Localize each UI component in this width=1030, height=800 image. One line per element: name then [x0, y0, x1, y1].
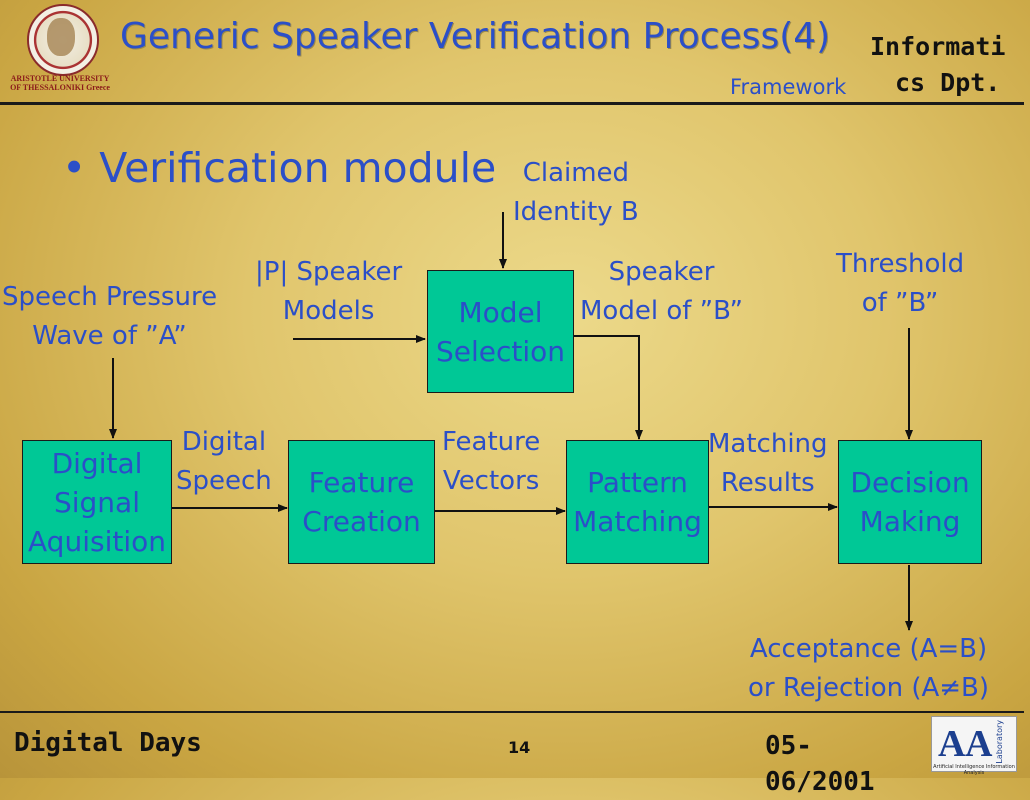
- arrow-selection-to-pattern: [574, 335, 643, 440]
- label-digital-speech: Digital Speech: [176, 427, 272, 496]
- label-speaker-model-b: Speaker Model of ”B”: [580, 257, 744, 326]
- label-feature-vectors: Feature Vectors: [442, 427, 541, 496]
- label-decision-output: Acceptance (A=B) or Rejection (A≠B): [748, 634, 990, 703]
- flow-arrows: [109, 212, 913, 631]
- footer-event-name: Digital Days: [14, 728, 202, 758]
- label-threshold: Threshold of ”B”: [836, 249, 965, 318]
- header-divider: [0, 102, 1024, 105]
- box-pattern-matching: Pattern Matching: [566, 440, 709, 564]
- slide-subtitle: Framework: [730, 75, 847, 99]
- lab-logo-letter-a: A: [938, 723, 966, 765]
- label-speaker-models: |P| Speaker Models: [255, 257, 403, 326]
- label-speech-pressure: Speech Pressure Wave of ”A”: [2, 282, 218, 351]
- bullet-verification-module: • Verification module: [62, 144, 497, 192]
- department-line-2: cs Dpt.: [895, 68, 1001, 97]
- page-number: 14: [508, 738, 531, 757]
- bullet-dot: •: [62, 144, 100, 192]
- label-matching-results: Matching Results: [708, 429, 828, 498]
- box-decision-making: Decision Making: [838, 440, 982, 564]
- box-digital-signal-aquisition: Digital Signal Aquisition: [22, 440, 172, 564]
- box-feature-creation: Feature Creation: [288, 440, 435, 564]
- lab-logo-caption: Artificial Intelligence Information Anal…: [933, 764, 1015, 776]
- university-name: ARISTOTLE UNIVERSITY OF THESSALONIKI Gre…: [10, 74, 110, 92]
- footer-date: 05- 06/2001: [765, 731, 875, 797]
- seal-portrait-icon: [47, 18, 75, 56]
- lab-logo-letter-a2: A: [965, 723, 993, 765]
- aiia-lab-logo: [931, 716, 1017, 772]
- footer-divider: [0, 711, 1024, 713]
- department-line-1: Informati: [870, 32, 1006, 61]
- label-claimed-identity: Claimed Identity B: [513, 158, 639, 227]
- box-model-selection: Model Selection: [427, 270, 574, 393]
- slide-title: Generic Speaker Verification Process(4): [120, 16, 831, 57]
- university-seal-logo: [27, 4, 99, 76]
- lab-logo-vertical-text: Laboratory: [995, 720, 1004, 764]
